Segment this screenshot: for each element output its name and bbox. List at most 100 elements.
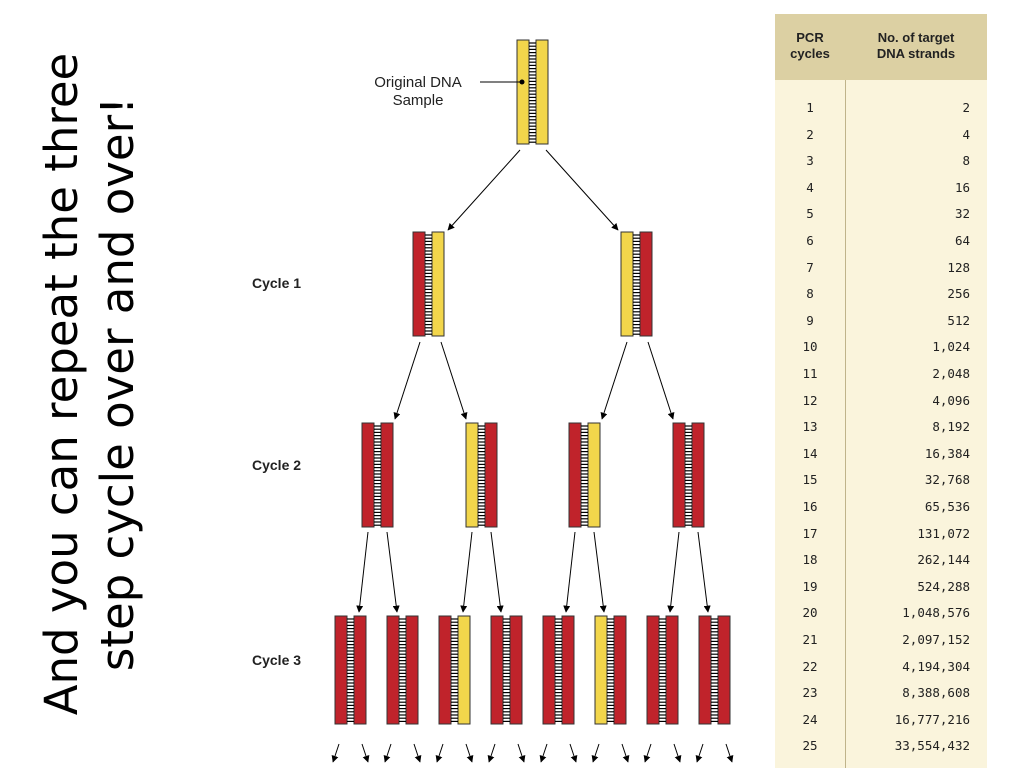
arrow [361,743,370,763]
dna-strand-left [438,615,452,725]
dna-strand-left [386,615,400,725]
dna-strand-right [639,231,653,337]
table-row: 8 256 [775,280,987,307]
cycle-number-cell: 21 [802,632,818,647]
cycle-number-cell: 17 [802,525,818,541]
arrow [569,743,578,763]
cycle-number-cell: 10 [802,339,818,355]
dna-strand-right [691,422,705,528]
base-pair-rungs [607,618,614,723]
dna-double-helix [672,422,705,528]
header-pcr-cycles: PCR cycles [775,30,845,62]
arrow [393,341,421,420]
cycle-2-label: Cycle 2 [252,457,301,473]
base-pair-rungs [451,618,458,723]
arrow [673,743,682,763]
strand-count-cell: 262,144 [917,552,970,568]
strand-count-cell: 64 [954,233,970,248]
strand-count-cell: 32,768 [924,472,970,488]
dna-strand-left [594,615,608,725]
dna-strand-right [561,615,575,725]
dna-double-helix [542,615,575,725]
cycle-number-cell: 6 [806,233,814,248]
arrow [435,743,444,763]
cycle-number-cell: 1 [806,100,814,115]
sample-label-dot [519,79,525,85]
arrow [487,743,496,763]
base-pair-rungs [555,618,562,723]
base-pair-rungs [503,618,510,723]
cycle-number-cell: 19 [802,578,818,594]
table-row: 6 64 [775,227,987,254]
arrow [643,743,652,763]
cycle-number-cell: 15 [802,472,818,488]
dna-double-helix [334,615,367,725]
cycle-number-cell: 9 [806,312,814,328]
dna-strand-right [405,615,419,725]
dna-double-helix [646,615,679,725]
strand-count-cell: 256 [947,286,970,302]
arrow [647,341,675,420]
dna-strand-left [334,615,348,725]
dna-strand-left [646,615,660,725]
strand-count-cell: 65,536 [924,499,970,514]
dna-strand-left [465,422,479,528]
strand-count-cell: 32 [954,206,970,222]
base-pair-rungs [685,425,692,526]
dna-double-helix [361,422,394,528]
base-pair-rungs [374,425,381,526]
dna-strand-left [620,231,634,337]
dna-double-helix [490,615,523,725]
strand-count-cell: 33,554,432 [894,738,970,754]
dna-double-helix [568,422,601,528]
cycle-1-label: Cycle 1 [252,275,301,291]
arrow [460,531,473,613]
strand-count-cell: 524,288 [917,578,970,594]
strand-count-cell: 2 [962,100,970,115]
base-pair-rungs [659,618,666,723]
dna-strand-left [672,422,686,528]
dna-strand-left [490,615,504,725]
arrow [545,149,619,231]
dna-strand-left [698,615,712,725]
sample-label-line-1: Original DNA [374,74,462,91]
strand-count-cell: 2,048 [932,366,970,381]
arrow [465,743,474,763]
dna-strand-right [457,615,471,725]
cycle-number-cell: 8 [806,286,814,302]
arrow [386,531,400,613]
strand-count-cell: 4,096 [932,392,970,408]
dna-double-helix [620,231,653,337]
cycle-number-cell: 2 [806,126,814,142]
arrow [383,743,392,763]
pcr-cycles-table: PCR cycles No. of target DNA strands 1 2 2… [775,14,987,768]
column-divider [845,80,846,768]
dna-strand-left [412,231,426,337]
arrow [413,743,422,763]
dna-helix-group [334,39,731,725]
arrow [667,531,680,613]
dna-strand-right [431,231,445,337]
cycle-number-cell: 5 [806,206,814,222]
header-target-strands: No. of target DNA strands [845,30,987,62]
arrow [539,743,548,763]
base-pair-rungs [478,425,485,526]
header-target-strands-line-2: DNA strands [876,46,956,61]
dna-strand-right [484,422,498,528]
dna-strand-right [353,615,367,725]
strand-count-cell: 16 [954,179,970,195]
